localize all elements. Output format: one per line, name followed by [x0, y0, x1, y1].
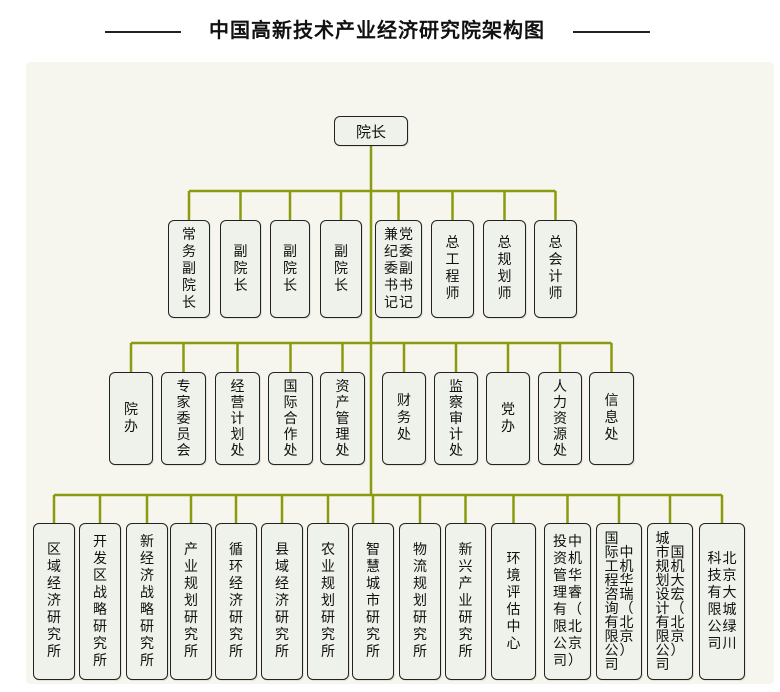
- tier2-node-text-column: 经营计划处: [230, 378, 245, 459]
- tier3-node-text-column: 中机华睿（北京）: [568, 533, 582, 669]
- tier1-node-text-column: 总会计师: [548, 235, 563, 302]
- tier3-node: 县域经济研究所: [261, 523, 303, 680]
- tier3-node: 中机华瑞（北京）国际工程咨询有限公司: [596, 523, 642, 680]
- tier3-node-text-column: 国际工程咨询有限公司: [604, 530, 619, 673]
- tier3-node-text-column: 北京大城绿川: [722, 550, 737, 652]
- tier3-node-text-column: 区域经济研究所: [47, 542, 61, 660]
- tier2-node: 资产管理处: [320, 372, 365, 465]
- tier1-node: 副院长: [220, 220, 261, 318]
- tier2-node-text-column: 监察审计处: [449, 378, 463, 459]
- tier3-node-text-column: 新兴产业研究所: [458, 542, 473, 660]
- tier2-node: 国际合作处: [268, 372, 313, 465]
- tier3-node: 智慧城市研究所: [352, 523, 394, 680]
- tier3-node: 区域经济研究所: [33, 523, 75, 680]
- tier1-node-text-column: 总规划师: [497, 235, 512, 302]
- tier2-node-text-column: 院办: [124, 401, 138, 435]
- tier3-node: 国机大宏（北京）城市规划设计有限公司: [647, 523, 693, 680]
- tier2-node: 人力资源处: [538, 372, 582, 465]
- tier2-node: 经营计划处: [215, 372, 260, 465]
- tier3-node-text-column: 循环经济研究所: [229, 542, 243, 660]
- tier1-node: 常务副院长: [168, 220, 210, 318]
- title-rule-right: [573, 31, 650, 33]
- tier3-node-text-column: 城市规划设计有限公司: [655, 530, 670, 673]
- tier2-node-text-column: 专家委员会: [176, 378, 191, 459]
- tier1-node: 总规划师: [483, 220, 526, 318]
- tier1-node-text-column: 副院长: [334, 243, 348, 294]
- tier1-node-text-column: 常务副院长: [182, 226, 196, 311]
- tier3-node-text-column: 新经济战略研究所: [140, 533, 154, 669]
- tier2-node-text-column: 党办: [501, 401, 515, 435]
- tier1-node-text-column: 党委副书记: [399, 226, 413, 311]
- tier2-node-text-column: 财务处: [397, 393, 411, 443]
- tier3-node-text-column: 物流规划研究所: [413, 542, 427, 660]
- tier2-node: 监察审计处: [434, 372, 478, 465]
- tier2-node-text-column: 资产管理处: [335, 378, 350, 459]
- tier1-node-text-column: 副院长: [233, 243, 248, 294]
- tier3-node: 中机华睿（北京）投资管理有限公司: [544, 523, 591, 680]
- tier3-node-text-column: 投资管理有限公司: [553, 533, 567, 669]
- tier3-node-text-column: 农业规划研究所: [321, 542, 335, 660]
- tier3-node-text-column: 科技有限公司: [707, 550, 722, 652]
- tier2-node: 党办: [486, 372, 530, 465]
- tier2-node: 信息处: [589, 372, 634, 465]
- root-node-president-label: 院长: [355, 122, 386, 141]
- tier3-node: 新兴产业研究所: [445, 523, 486, 680]
- tier3-node: 开发区战略研究所: [79, 523, 121, 680]
- tier2-node: 财务处: [382, 372, 426, 465]
- tier3-node: 农业规划研究所: [307, 523, 349, 680]
- tier3-node: 物流规划研究所: [399, 523, 441, 680]
- tier3-node-text-column: 智慧城市研究所: [366, 542, 380, 660]
- tier3-node-text-column: 国机大宏（北京）: [670, 544, 685, 659]
- tier3-node-text-column: 产业规划研究所: [184, 542, 198, 660]
- tier3-node: 北京大城绿川科技有限公司: [699, 523, 745, 680]
- tier1-node: 总会计师: [534, 220, 577, 318]
- title-rule-left: [105, 31, 181, 33]
- tier3-node: 环境评估中心: [491, 523, 536, 680]
- tier1-node: 副院长: [320, 220, 362, 318]
- tier1-node: 党委副书记兼纪委书记: [375, 220, 422, 318]
- tier3-node-text-column: 开发区战略研究所: [93, 533, 107, 669]
- tier2-node-text-column: 信息处: [604, 393, 619, 443]
- root-node-president: 院长: [334, 116, 408, 146]
- tier1-node-text-column: 总工程师: [445, 235, 460, 302]
- tier2-node: 院办: [109, 372, 153, 465]
- tier3-node-text-column: 环境评估中心: [506, 550, 521, 652]
- tier3-node: 循环经济研究所: [215, 523, 257, 680]
- page-title: 中国高新技术产业经济研究院架构图: [209, 18, 545, 42]
- tier1-node: 副院长: [270, 220, 310, 318]
- tier2-node-text-column: 国际合作处: [283, 378, 298, 459]
- tier3-node: 产业规划研究所: [170, 523, 212, 680]
- tier2-node: 专家委员会: [161, 372, 206, 465]
- tier2-node-text-column: 人力资源处: [553, 378, 567, 459]
- title-bar: 中国高新技术产业经济研究院架构图: [0, 0, 780, 60]
- tier3-node-text-column: 县域经济研究所: [275, 542, 289, 660]
- tier1-node: 总工程师: [431, 220, 474, 318]
- tier1-node-text-column: 兼纪委书记: [384, 226, 398, 311]
- tier1-node-text-column: 副院长: [283, 243, 297, 294]
- tier3-node-text-column: 中机华瑞（北京）: [619, 544, 634, 659]
- tier3-node: 新经济战略研究所: [126, 523, 168, 680]
